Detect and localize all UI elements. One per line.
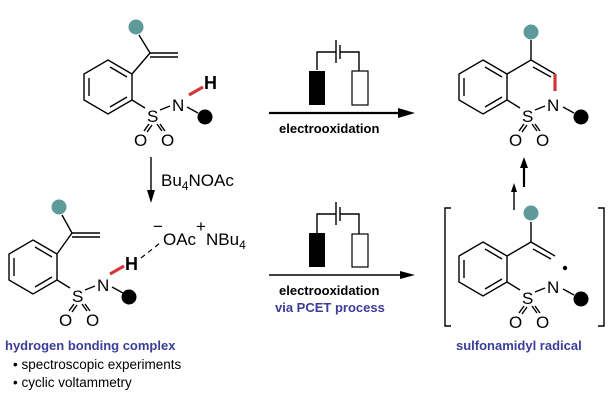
atom-o: O — [59, 311, 72, 330]
pcet-label: via PCET process — [275, 300, 385, 315]
anion-charge: − — [153, 217, 163, 236]
cyclized-product: S O O N — [458, 24, 589, 150]
base-addition-arrow: Bu4NOAc — [147, 157, 234, 203]
atom-s: S — [522, 107, 533, 126]
anode — [309, 71, 325, 105]
atom-h: H — [125, 254, 138, 274]
atom-o: O — [509, 131, 522, 150]
cathode — [351, 70, 369, 106]
hydrogen-bond-dashed — [140, 242, 161, 259]
atom-o: O — [161, 131, 174, 150]
substituent-dot-teal — [523, 205, 539, 221]
atom-n: N — [172, 96, 184, 115]
radical-caption: sulfonamidyl radical — [456, 338, 582, 353]
bullet-spectroscopic: • spectroscopic experiments — [13, 357, 182, 372]
cyclization-arrows — [511, 157, 528, 210]
bottom-electrooxidation-step: electrooxidation via PCET process — [269, 202, 415, 315]
benzene-ring — [83, 59, 133, 115]
n-h-bond-highlight — [188, 85, 204, 97]
benzene-ring — [458, 59, 508, 115]
cation-charge: + — [196, 217, 206, 236]
atom-s: S — [147, 107, 158, 126]
atom-n: N — [547, 96, 559, 115]
n-substituent-dot — [573, 109, 589, 125]
complex-caption: hydrogen bonding complex — [5, 338, 176, 353]
atom-o: O — [536, 313, 549, 332]
radical-dot-icon — [562, 265, 568, 271]
bottom-arrow-label: electrooxidation — [279, 283, 379, 298]
acetate-anion: OAc — [163, 230, 197, 249]
top-electrooxidation-step: electrooxidation — [269, 40, 415, 136]
right-bracket — [598, 207, 605, 327]
atom-o: O — [86, 311, 99, 330]
n-substituent-dot — [197, 109, 213, 125]
bullet-cyclic-voltammetry: • cyclic voltammetry — [13, 375, 132, 390]
starting-sulfonamide: S O O N H — [83, 19, 217, 150]
substituent-dot-teal — [523, 24, 539, 40]
reagent-label: Bu4NOAc — [161, 171, 234, 193]
n-substituent-dot — [121, 289, 137, 305]
benzene-ring — [458, 241, 508, 297]
top-arrow-label: electrooxidation — [279, 121, 379, 136]
anode — [309, 233, 325, 267]
n-h-bond-highlight — [109, 264, 125, 276]
ammonium-cation: NBu4 — [206, 230, 246, 252]
atom-o: O — [509, 313, 522, 332]
atom-s: S — [72, 287, 83, 306]
atom-h: H — [204, 73, 217, 93]
substituent-dot-teal — [128, 19, 144, 35]
benzene-ring — [8, 239, 58, 295]
atom-s: S — [522, 289, 533, 308]
atom-o: O — [134, 131, 147, 150]
cathode — [351, 233, 369, 268]
electrochemical-cell-icon — [309, 202, 369, 268]
left-bracket — [444, 207, 451, 327]
atom-o: O — [536, 131, 549, 150]
atom-n: N — [97, 276, 109, 295]
hydrogen-bonding-complex: S O O N H − OAc + NBu4 — [8, 199, 246, 330]
sulfonamidyl-radical: S O O N — [444, 205, 605, 332]
substituent-dot-teal — [51, 199, 67, 215]
atom-n: N — [547, 278, 559, 297]
n-substituent-dot — [573, 291, 589, 307]
electrochemical-cell-icon — [309, 40, 369, 106]
